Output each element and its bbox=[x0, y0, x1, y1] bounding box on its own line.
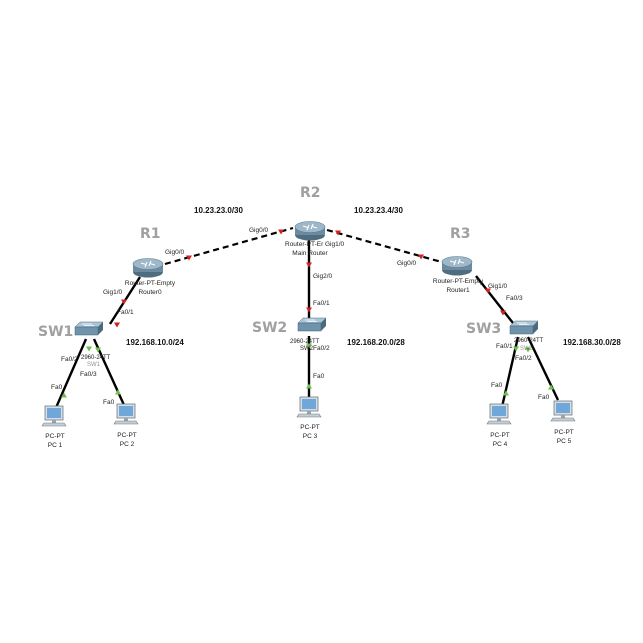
port-label: Fa0/2 bbox=[61, 356, 78, 363]
network-r2-r3: 10.23.23.4/30 bbox=[354, 206, 403, 215]
pc-icon bbox=[113, 403, 139, 425]
port-label: Gig1/0 bbox=[488, 283, 508, 290]
device-model: PC-PT bbox=[45, 433, 65, 440]
port-label: Fa0 bbox=[103, 399, 115, 406]
port-label: Fa0/3 bbox=[80, 371, 97, 378]
status-up-icon bbox=[86, 346, 92, 352]
device-model: Router-PT-Er bbox=[285, 241, 324, 248]
status-down-icon bbox=[418, 254, 424, 260]
port-label: Gig1/0 bbox=[325, 241, 345, 248]
device-host: SW2 bbox=[300, 346, 314, 352]
router-icon bbox=[294, 220, 326, 242]
pc-4[interactable]: PC-PT PC 4 bbox=[486, 403, 512, 448]
status-up-icon bbox=[115, 389, 121, 395]
status-down-icon bbox=[114, 322, 120, 328]
device-model: PC-PT bbox=[490, 432, 510, 439]
link-r2-r3[interactable] bbox=[326, 228, 446, 265]
device-model: 2960-24TT bbox=[81, 355, 111, 361]
link-sw3-pc5[interactable] bbox=[526, 336, 560, 401]
device-label-sw2: SW2 bbox=[252, 320, 287, 336]
network-lan2: 192.168.20.0/28 bbox=[347, 338, 405, 347]
switch-sw2[interactable]: SW2 2960-24TT SW2 bbox=[252, 317, 327, 352]
port-label: Gig2/0 bbox=[313, 273, 333, 280]
router-icon bbox=[441, 255, 473, 277]
status-up-icon bbox=[503, 390, 509, 396]
switch-sw3[interactable]: SW3 2960-24TT SW3 bbox=[466, 320, 544, 352]
router-r2[interactable]: R2 Router-PT-Er Main Router bbox=[285, 185, 329, 257]
port-label: Fa0/1 bbox=[117, 309, 134, 316]
router-r3[interactable]: R3 Router-PT-Empty Router1 bbox=[433, 226, 484, 294]
switch-icon bbox=[74, 321, 104, 336]
port-label: Fa0 bbox=[313, 373, 325, 380]
status-down-icon bbox=[306, 307, 312, 313]
port-label: Fa0/1 bbox=[313, 300, 330, 307]
device-model: 2960-24TT bbox=[514, 338, 544, 344]
device-host: PC 1 bbox=[48, 442, 63, 449]
network-r1-r2: 10.23.23.0/30 bbox=[194, 206, 243, 215]
device-host: PC 2 bbox=[120, 441, 135, 448]
port-label: Gig0/0 bbox=[165, 249, 185, 256]
link-sw1-pc1[interactable] bbox=[53, 338, 88, 411]
device-host: PC 5 bbox=[557, 438, 572, 445]
pc-1[interactable]: PC-PT PC 1 bbox=[41, 405, 67, 449]
status-down-icon bbox=[278, 229, 284, 235]
status-up-icon bbox=[306, 383, 312, 389]
pc-icon bbox=[550, 400, 576, 422]
router-icon bbox=[132, 257, 164, 279]
pc-icon bbox=[41, 405, 67, 427]
port-label: Fa0/1 bbox=[496, 343, 513, 350]
device-host: Router1 bbox=[446, 287, 470, 294]
router-r1[interactable]: R1 Router-PT-Empty Router0 bbox=[125, 226, 176, 296]
switch-icon bbox=[297, 317, 327, 332]
device-model: PC-PT bbox=[554, 429, 574, 436]
device-host: PC 3 bbox=[303, 433, 318, 440]
network-lan3: 192.168.30.0/28 bbox=[563, 338, 621, 347]
device-host: SW3 bbox=[520, 346, 534, 352]
port-label: Fa0/2 bbox=[313, 345, 330, 352]
link-r3-sw3[interactable] bbox=[475, 275, 514, 324]
pc-2[interactable]: PC-PT PC 2 bbox=[113, 403, 139, 448]
pc-3[interactable]: PC-PT PC 3 bbox=[296, 396, 322, 440]
device-model: 2960-24TT bbox=[290, 339, 320, 345]
port-label: Gig0/0 bbox=[397, 260, 417, 267]
network-lan1: 192.168.10.0/24 bbox=[126, 338, 184, 347]
device-host: PC 4 bbox=[493, 441, 508, 448]
port-label: Gig1/0 bbox=[103, 289, 123, 296]
device-label-sw3: SW3 bbox=[466, 321, 501, 337]
pc-icon bbox=[486, 403, 512, 425]
device-model: Router-PT-Empty bbox=[433, 278, 484, 285]
device-host: Router0 bbox=[138, 289, 162, 296]
device-host: Main Router bbox=[292, 250, 328, 257]
device-model: Router-PT-Empty bbox=[125, 280, 176, 287]
switch-sw1[interactable]: SW1 2960-24TT SW1 bbox=[38, 321, 111, 368]
device-label-sw1: SW1 bbox=[38, 324, 73, 340]
switch-icon bbox=[509, 320, 539, 335]
device-host: SW1 bbox=[87, 362, 101, 368]
device-label-r2: R2 bbox=[300, 185, 321, 201]
network-labels: 10.23.23.0/30 10.23.23.4/30 192.168.10.0… bbox=[126, 206, 621, 347]
pc-5[interactable]: PC-PT PC 5 bbox=[550, 400, 576, 445]
port-label: Fa0 bbox=[51, 384, 63, 391]
pc-icon bbox=[296, 396, 322, 418]
port-labels: Gig0/0 Gig0/0 Gig1/0 Gig0/0 Gig1/0 Fa0/1… bbox=[51, 227, 550, 406]
link-r1-r2[interactable] bbox=[164, 226, 294, 266]
status-down-icon bbox=[306, 262, 312, 268]
port-label: Fa0 bbox=[538, 394, 550, 401]
device-label-r1: R1 bbox=[140, 226, 161, 242]
device-label-r3: R3 bbox=[450, 226, 471, 242]
device-model: PC-PT bbox=[300, 424, 320, 431]
port-label: Gig0/0 bbox=[249, 227, 269, 234]
device-model: PC-PT bbox=[117, 432, 137, 439]
port-label: Fa0/3 bbox=[506, 295, 523, 302]
port-label: Fa0 bbox=[491, 382, 503, 389]
port-label: Fa0/2 bbox=[515, 355, 532, 362]
